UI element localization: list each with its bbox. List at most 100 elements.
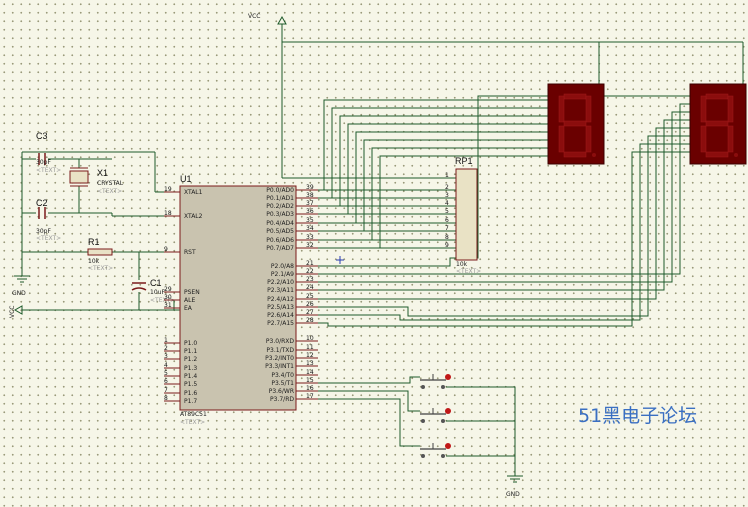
pin-label: P2.4/A12 [267, 296, 294, 303]
pin-number: 29 [164, 286, 172, 293]
pin-label: P0.6/AD6 [266, 237, 294, 244]
svg-text:VCC: VCC [9, 306, 16, 318]
vcc-left-terminal: VCC [9, 305, 23, 318]
display-segment [727, 95, 734, 123]
pin-number: 4 [164, 362, 168, 369]
pin-label: P0.0/AD0 [266, 187, 294, 194]
pin-label: P2.5/A13 [267, 304, 294, 311]
display-dp [734, 153, 738, 157]
pin-label: P2.7/A15 [267, 320, 294, 327]
pin-label: P2.6/A14 [267, 312, 294, 319]
display-segment [563, 120, 587, 127]
rp1-pin-number: 8 [445, 234, 449, 241]
gnd-left-terminal: GND [12, 275, 30, 297]
pin-label: P3.5/T1 [271, 380, 294, 387]
display-segment [585, 95, 592, 123]
capacitor-c2[interactable]: C2 30pF <TEXT> [36, 198, 61, 242]
capacitor-c1[interactable]: C1 10uF <TEXT> [131, 278, 175, 304]
rp1-pin-number: 2 [445, 184, 449, 191]
pin-number: 11 [306, 344, 314, 351]
pin-label: P1.5 [184, 381, 197, 388]
svg-text:VCC: VCC [248, 13, 260, 20]
display-segment [727, 125, 734, 153]
pin-number: 31 [164, 302, 172, 309]
capacitor-c3[interactable]: C3 30pF <TEXT> [36, 131, 61, 174]
pin-number: 9 [164, 246, 168, 253]
pin-label: P0.1/AD1 [266, 195, 294, 202]
rp1-pin-number: 3 [445, 192, 449, 199]
pin-number: 15 [306, 377, 314, 384]
c2-ref: C2 [36, 198, 48, 208]
pin-number: 12 [306, 352, 314, 359]
pin-number: 22 [306, 268, 314, 275]
mcu-part: AT89C51 [180, 411, 207, 418]
pin-number: 18 [164, 210, 172, 217]
pin-label: P3.4/T0 [271, 372, 294, 379]
pin-number: 10 [306, 335, 314, 342]
c1-value: 10uF [150, 289, 165, 296]
display-segment [700, 95, 707, 123]
crosshair-cursor-icon [336, 256, 344, 264]
vcc-top-terminal: VCC [248, 13, 287, 25]
pin-label: P2.3/A11 [267, 287, 294, 294]
pin-label: P1.7 [184, 398, 197, 405]
display-segment [558, 95, 565, 123]
display-segment [705, 120, 729, 127]
pin-label: P3.3/INT1 [265, 363, 294, 370]
pin-number: 5 [164, 370, 168, 377]
pin-number: 27 [306, 309, 314, 316]
seven-segment-display-1[interactable] [547, 83, 605, 165]
rp1-pin-number: 5 [445, 208, 449, 215]
pin-number: 33 [306, 234, 314, 241]
rp1-pin-number: 9 [445, 242, 449, 249]
resistor-r1[interactable]: R1 10k <TEXT> [87, 237, 113, 272]
crystal-x1[interactable]: X1 CRYSTAL <TEXT> [69, 167, 124, 195]
pin-number: 7 [164, 387, 168, 394]
c3-ref: C3 [36, 131, 48, 141]
r1-placeholder: <TEXT> [88, 265, 113, 272]
pin-label: P2.0/A8 [271, 263, 294, 270]
display-segment [563, 151, 587, 158]
pin-number: 30 [164, 294, 172, 301]
seven-segment-display-2[interactable] [689, 83, 747, 165]
display-segment [700, 125, 707, 153]
pin-label: P1.4 [184, 373, 197, 380]
pin-label: P0.4/AD4 [266, 220, 294, 227]
pin-label: P3.7/RD [270, 396, 294, 403]
push-button-3[interactable] [420, 443, 451, 458]
gnd-bottom-terminal: GND [506, 475, 523, 498]
display-segment [705, 151, 729, 158]
mcu-pin-p0-6-ad6: 33 P0.6/AD6 [266, 234, 318, 244]
rp1-pin-number: 1 [445, 172, 449, 179]
pin-number: 14 [306, 369, 314, 376]
pin-number: 8 [164, 395, 168, 402]
button-indicator-icon [445, 408, 451, 414]
display-segment [585, 125, 592, 153]
pin-number: 24 [306, 284, 314, 291]
push-button-2[interactable] [420, 408, 451, 423]
push-button-1[interactable] [420, 374, 451, 389]
watermark-text: 51黑电子论坛 [578, 405, 697, 427]
display-segment [705, 93, 729, 100]
pin-number: 23 [306, 276, 314, 283]
svg-text:GND: GND [12, 290, 26, 297]
pin-label: P1.6 [184, 390, 197, 397]
x1-value: CRYSTAL [97, 180, 124, 187]
pin-number: 25 [306, 293, 314, 300]
